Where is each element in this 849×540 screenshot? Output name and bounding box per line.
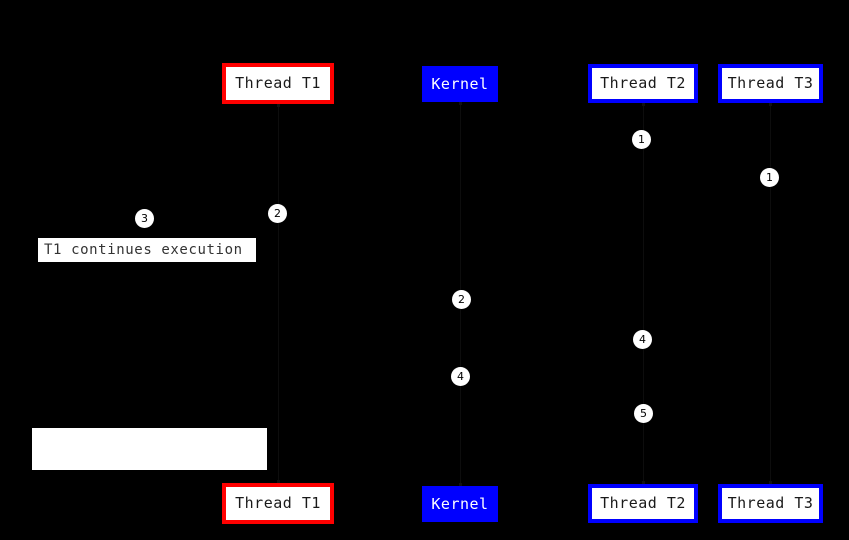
step-marker-1-t2: 1 <box>632 130 651 149</box>
participant-kernel-top[interactable]: Kernel <box>422 66 498 102</box>
participant-thread-t2-bottom[interactable]: Thread T2 <box>588 484 698 523</box>
participant-thread-t3-bottom[interactable]: Thread T3 <box>718 484 823 523</box>
note-blank-lower-left <box>32 428 267 470</box>
participant-thread-t1-bottom[interactable]: Thread T1 <box>222 483 334 524</box>
lifeline-thread-t3 <box>770 103 771 484</box>
participant-thread-t2-top[interactable]: Thread T2 <box>588 64 698 103</box>
lifeline-thread-t2-nub-top <box>642 103 645 106</box>
lifeline-thread-t3-nub-top <box>769 103 772 106</box>
lifeline-thread-t3-nub-bottom <box>769 481 772 484</box>
lifeline-thread-t1 <box>278 104 279 483</box>
step-marker-4-t2: 4 <box>633 330 652 349</box>
lifeline-thread-t1-nub-top <box>277 104 280 107</box>
step-marker-3-t1: 3 <box>135 209 154 228</box>
participant-thread-t1-top[interactable]: Thread T1 <box>222 63 334 104</box>
step-marker-2-t1: 2 <box>268 204 287 223</box>
lifeline-kernel-nub-bottom <box>459 483 462 486</box>
lifeline-thread-t1-nub-bottom <box>277 480 280 483</box>
lifeline-thread-t2-nub-bottom <box>642 481 645 484</box>
lifeline-thread-t2 <box>643 103 644 484</box>
lifeline-kernel-nub-top <box>459 102 462 105</box>
participant-kernel-bottom[interactable]: Kernel <box>422 486 498 522</box>
step-marker-5-t2: 5 <box>634 404 653 423</box>
step-marker-4-kernel: 4 <box>451 367 470 386</box>
step-marker-1-t3: 1 <box>760 168 779 187</box>
participant-thread-t3-top[interactable]: Thread T3 <box>718 64 823 103</box>
note-t1-continues: T1 continues execution <box>37 237 257 263</box>
step-marker-2-kernel: 2 <box>452 290 471 309</box>
